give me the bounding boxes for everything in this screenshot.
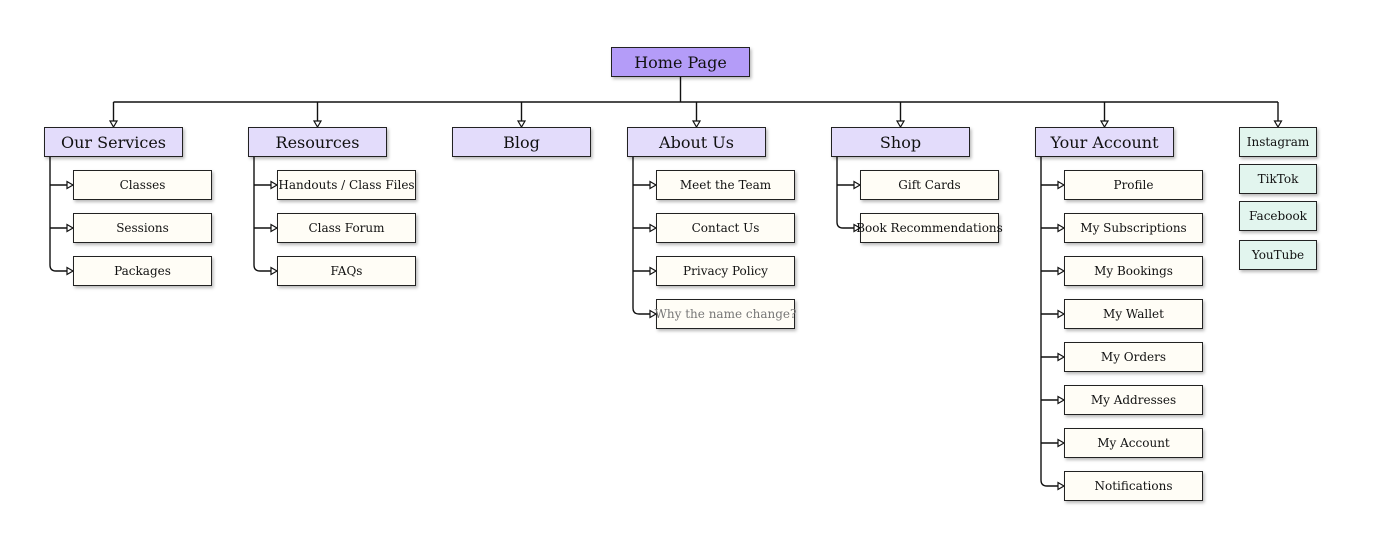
meet-the-team-right-arrow <box>649 180 658 190</box>
node-my-addresses[interactable]: My Addresses <box>1064 385 1203 415</box>
node-my-bookings[interactable]: My Bookings <box>1064 256 1203 286</box>
my-account-right-arrow <box>1057 438 1066 448</box>
my-addresses-right-arrow <box>1057 395 1066 405</box>
node-gift-cards-label: Gift Cards <box>898 178 961 192</box>
node-shop[interactable]: Shop <box>831 127 970 157</box>
privacy-policy-right-arrow <box>649 266 658 276</box>
node-sessions[interactable]: Sessions <box>73 213 212 243</box>
node-class-forum[interactable]: Class Forum <box>277 213 416 243</box>
node-your-account-label: Your Account <box>1050 132 1159 152</box>
node-my-wallet-label: My Wallet <box>1103 307 1164 321</box>
node-privacy-policy[interactable]: Privacy Policy <box>656 256 795 286</box>
node-youtube-label: YouTube <box>1251 248 1305 262</box>
node-youtube[interactable]: YouTube <box>1239 240 1317 270</box>
my-wallet-right-arrow <box>1057 309 1066 319</box>
node-faqs-label: FAQs <box>330 264 363 278</box>
social-down-arrow <box>1273 120 1283 129</box>
node-my-account[interactable]: My Account <box>1064 428 1203 458</box>
why-the-name-change-right-arrow <box>649 309 658 319</box>
node-why-the-name-change-label: Why the name change? <box>654 307 797 321</box>
my-subscriptions-right-arrow <box>1057 223 1066 233</box>
resources-down-arrow <box>312 120 323 129</box>
node-sessions-label: Sessions <box>116 221 169 235</box>
faqs-branch-line <box>253 264 271 272</box>
book-recommendations-branch-line <box>836 221 854 229</box>
node-tiktok-label: TikTok <box>1257 172 1299 186</box>
notifications-right-arrow <box>1057 481 1066 491</box>
my-orders-right-arrow <box>1057 352 1066 362</box>
node-contact-us[interactable]: Contact Us <box>656 213 795 243</box>
node-resources[interactable]: Resources <box>248 127 387 157</box>
node-facebook[interactable]: Facebook <box>1239 201 1317 231</box>
node-notifications-label: Notifications <box>1094 479 1173 493</box>
node-gift-cards[interactable]: Gift Cards <box>860 170 999 200</box>
node-my-wallet[interactable]: My Wallet <box>1064 299 1203 329</box>
node-home-page[interactable]: Home Page <box>611 47 750 77</box>
node-my-orders-label: My Orders <box>1100 350 1167 364</box>
class-forum-right-arrow <box>270 223 279 233</box>
profile-right-arrow <box>1057 180 1066 190</box>
node-blog[interactable]: Blog <box>452 127 591 157</box>
contact-us-right-arrow <box>649 223 658 233</box>
node-my-bookings-label: My Bookings <box>1094 264 1173 278</box>
node-profile[interactable]: Profile <box>1064 170 1203 200</box>
node-why-the-name-change[interactable]: Why the name change? <box>654 299 797 329</box>
node-facebook-label: Facebook <box>1249 209 1307 223</box>
about-us-down-arrow <box>691 120 702 129</box>
node-privacy-policy-label: Privacy Policy <box>683 264 768 278</box>
node-meet-the-team-label: Meet the Team <box>679 178 772 192</box>
classes-right-arrow <box>66 180 75 190</box>
packages-branch-line <box>49 264 67 272</box>
node-classes-label: Classes <box>119 178 166 192</box>
node-home-page-label: Home Page <box>634 52 727 72</box>
node-notifications[interactable]: Notifications <box>1064 471 1203 501</box>
node-your-account[interactable]: Your Account <box>1035 127 1174 157</box>
notifications-branch-line <box>1040 479 1058 487</box>
blog-down-arrow <box>516 120 527 129</box>
node-faqs[interactable]: FAQs <box>277 256 416 286</box>
node-about-us[interactable]: About Us <box>627 127 766 157</box>
node-about-us-label: About Us <box>659 132 734 152</box>
shop-down-arrow <box>895 120 906 129</box>
sessions-right-arrow <box>66 223 75 233</box>
node-tiktok[interactable]: TikTok <box>1239 164 1317 194</box>
node-book-recommendations[interactable]: Book Recommendations <box>856 213 1003 243</box>
node-contact-us-label: Contact Us <box>691 221 760 235</box>
book-recommendations-right-arrow <box>853 223 862 233</box>
node-blog-label: Blog <box>503 132 540 152</box>
node-our-services-label: Our Services <box>60 132 167 152</box>
node-instagram-label: Instagram <box>1246 135 1310 149</box>
why-the-name-change-branch-line <box>632 307 650 315</box>
node-instagram[interactable]: Instagram <box>1239 127 1317 157</box>
node-our-services[interactable]: Our Services <box>44 127 183 157</box>
node-profile-label: Profile <box>1113 178 1154 192</box>
node-my-subscriptions-label: My Subscriptions <box>1080 221 1187 235</box>
node-book-recommendations-label: Book Recommendations <box>856 221 1003 235</box>
node-my-orders[interactable]: My Orders <box>1064 342 1203 372</box>
node-handouts-class-files[interactable]: Handouts / Class Files <box>277 170 416 200</box>
faqs-right-arrow <box>270 266 279 276</box>
node-resources-label: Resources <box>275 132 360 152</box>
node-class-forum-label: Class Forum <box>308 221 385 235</box>
node-my-subscriptions[interactable]: My Subscriptions <box>1064 213 1203 243</box>
packages-right-arrow <box>66 266 75 276</box>
node-handouts-class-files-label: Handouts / Class Files <box>278 178 415 192</box>
node-my-addresses-label: My Addresses <box>1090 393 1177 407</box>
your-account-down-arrow <box>1099 120 1110 129</box>
node-packages[interactable]: Packages <box>73 256 212 286</box>
handouts-class-files-right-arrow <box>270 180 279 190</box>
node-shop-label: Shop <box>879 132 922 152</box>
node-packages-label: Packages <box>114 264 171 278</box>
node-classes[interactable]: Classes <box>73 170 212 200</box>
node-meet-the-team[interactable]: Meet the Team <box>656 170 795 200</box>
node-my-account-label: My Account <box>1097 436 1170 450</box>
our-services-down-arrow <box>108 120 119 129</box>
my-bookings-right-arrow <box>1057 266 1066 276</box>
gift-cards-right-arrow <box>853 180 862 190</box>
